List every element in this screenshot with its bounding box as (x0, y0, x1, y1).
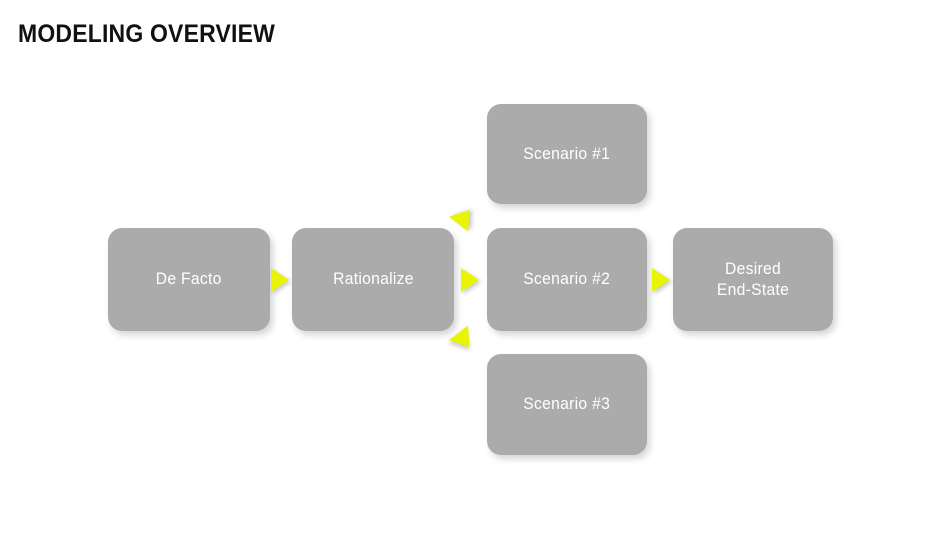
page-title: MODELING OVERVIEW (18, 20, 276, 48)
process-node-desired-end-state[interactable]: Desired End-State (673, 228, 833, 331)
node-label: Desired End-State (716, 260, 790, 299)
process-node-de-facto[interactable]: De Facto (108, 228, 270, 331)
arrow-right-icon-rationalize-to-scenario-2 (461, 268, 479, 292)
node-label: De Facto (156, 270, 222, 289)
node-label: Scenario #1 (523, 144, 611, 163)
process-node-scenario-1[interactable]: Scenario #1 (487, 104, 647, 204)
node-label: Scenario #2 (523, 270, 611, 289)
process-node-scenario-3[interactable]: Scenario #3 (487, 354, 647, 455)
arrow-right-icon-scenario-2-to-end-state (652, 268, 670, 292)
node-label: Rationalize (332, 270, 414, 289)
process-node-rationalize[interactable]: Rationalize (292, 228, 454, 331)
process-node-scenario-2[interactable]: Scenario #2 (487, 228, 647, 331)
arrow-up-right-icon-rationalize-to-scenario-1 (449, 202, 479, 232)
arrow-down-right-icon-rationalize-to-scenario-3 (449, 325, 479, 355)
node-label: Scenario #3 (523, 395, 611, 414)
arrow-right-icon-de-facto-to-rationalize (271, 268, 289, 292)
